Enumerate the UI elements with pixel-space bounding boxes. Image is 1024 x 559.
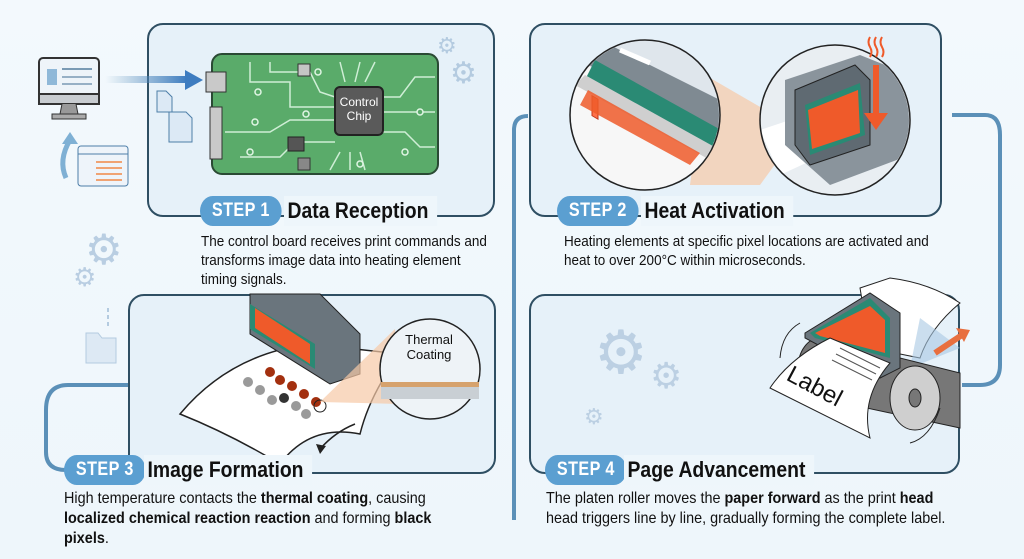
gear-icon: ⚙	[437, 33, 457, 58]
control-board-illustration	[205, 53, 439, 175]
gear-icon: ⚙	[594, 319, 648, 386]
step3-badge: STEP 3	[64, 455, 146, 485]
step1-description: The control board receives print command…	[201, 233, 487, 288]
step1-title: Data Reception	[284, 196, 438, 226]
step4-description: The platen roller moves the paper forwar…	[546, 490, 946, 527]
step2-badge: STEP 2	[557, 196, 639, 226]
gear-icon: ⚙	[85, 226, 123, 273]
gear-icon: ⚙	[73, 262, 97, 292]
thermal-coating-callout: Thermal Coating	[405, 332, 453, 362]
gear-icon: ⚙	[450, 57, 477, 90]
document-icon	[156, 90, 193, 143]
step2-description: Heating elements at specific pixel locat…	[564, 233, 929, 269]
step2-title: Heat Activation	[641, 196, 794, 226]
step3-title: Image Formation	[144, 455, 313, 485]
step4-badge: STEP 4	[545, 455, 627, 485]
computer-monitor-icon	[38, 57, 100, 120]
page-advancement-illustration	[769, 277, 970, 444]
step3-description: High temperature contacts the thermal co…	[64, 490, 432, 547]
gear-icon: ⚙	[584, 404, 604, 429]
gear-icon: ⚙	[650, 355, 683, 396]
browser-window-icon	[60, 132, 129, 187]
data-arrow-icon	[105, 70, 203, 90]
folder-icon	[85, 308, 117, 364]
step1-badge: STEP 1	[200, 196, 282, 226]
print-head-closeup-illustration	[569, 36, 911, 196]
chip-label: Control Chip	[339, 95, 379, 123]
image-formation-illustration	[178, 293, 481, 465]
step4-title: Page Advancement	[624, 455, 815, 485]
